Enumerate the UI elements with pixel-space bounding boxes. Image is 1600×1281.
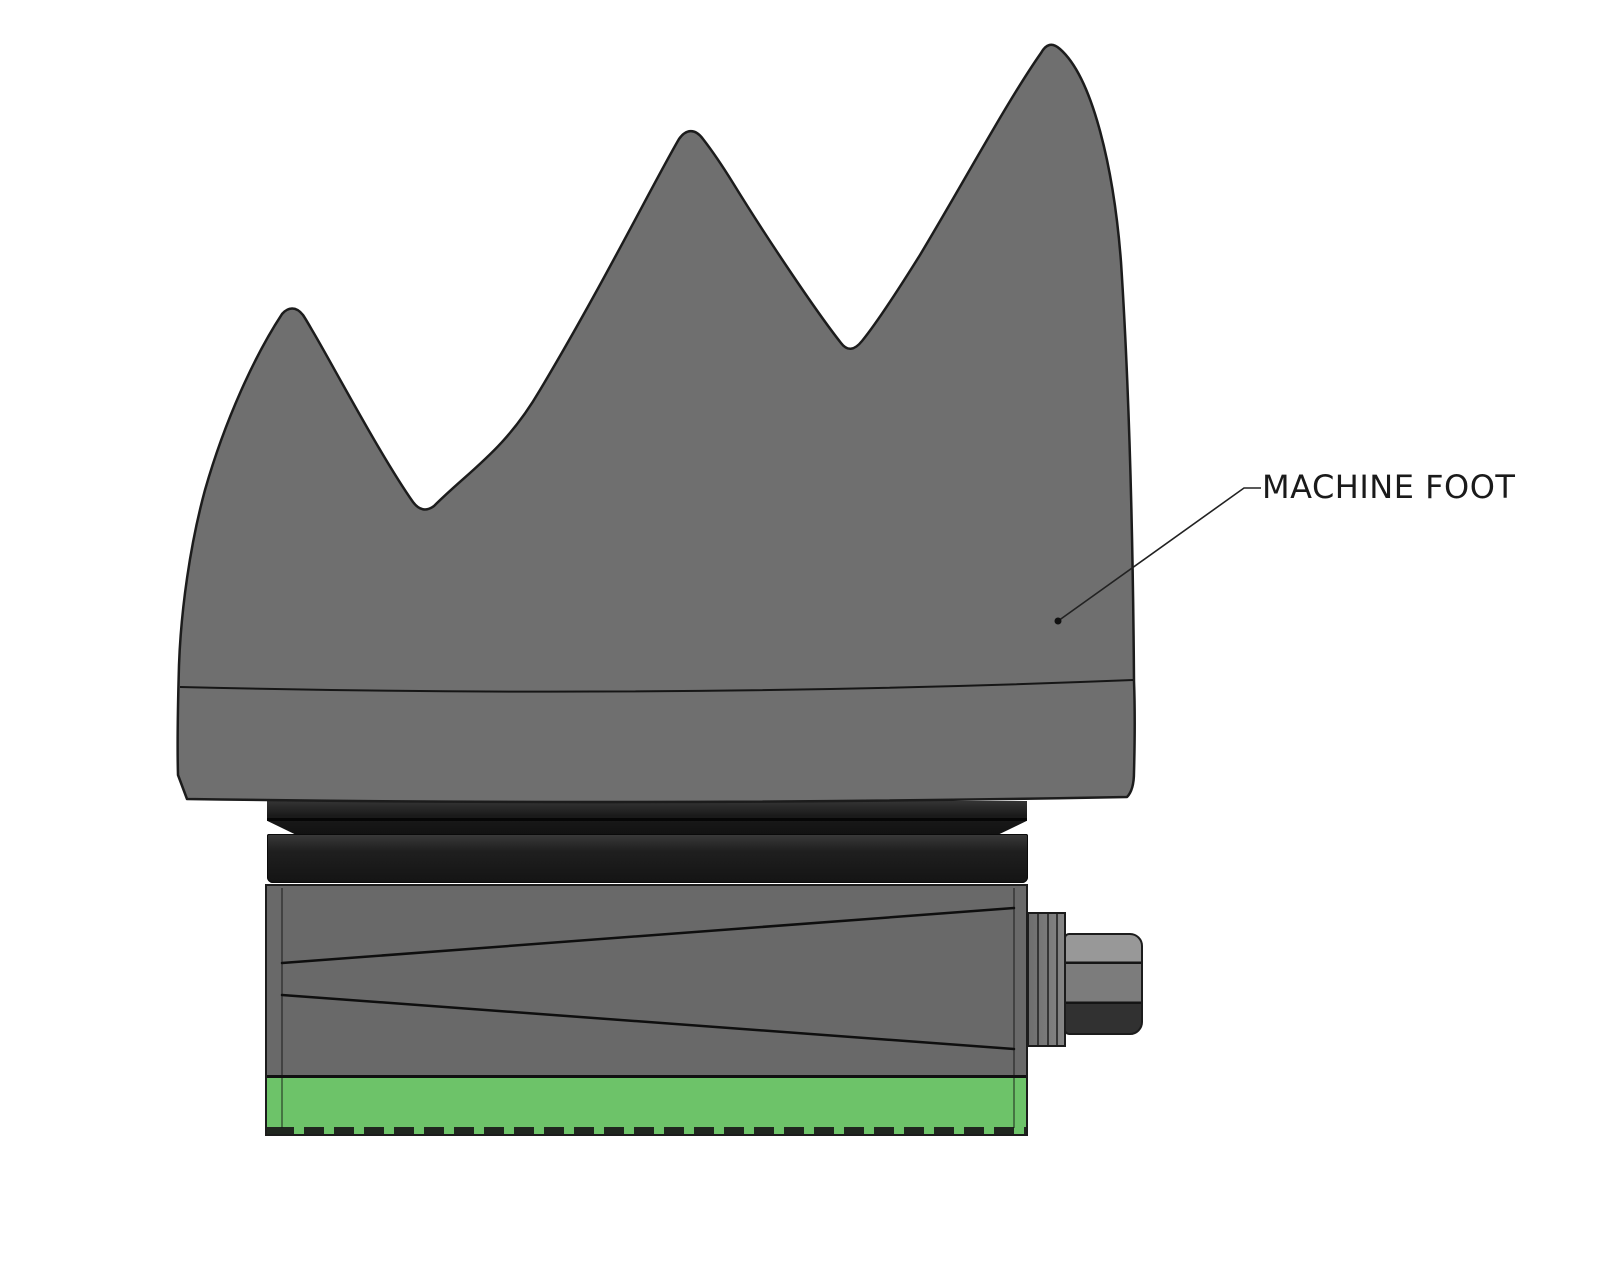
- side-washer-stack: [1027, 912, 1066, 1047]
- mount-ring: [267, 834, 1028, 883]
- collar-groove-line: [267, 818, 1027, 821]
- hex-nut: [1064, 933, 1143, 1035]
- base-pad-serration: [267, 1127, 1026, 1134]
- washer-seam: [1047, 914, 1049, 1045]
- washer-seam: [1037, 914, 1039, 1045]
- mount-collar: [267, 801, 1027, 834]
- machine-foot-label: MACHINE FOOT: [1262, 468, 1516, 506]
- base-pad: [267, 1075, 1026, 1134]
- washer-seam: [1056, 914, 1058, 1045]
- mount-body: [265, 884, 1028, 1136]
- leader-dot: [1054, 617, 1062, 625]
- machine-foot-shape: [176, 43, 1136, 804]
- foot-skirt-line: [179, 679, 1134, 693]
- leader-line: [1057, 487, 1261, 622]
